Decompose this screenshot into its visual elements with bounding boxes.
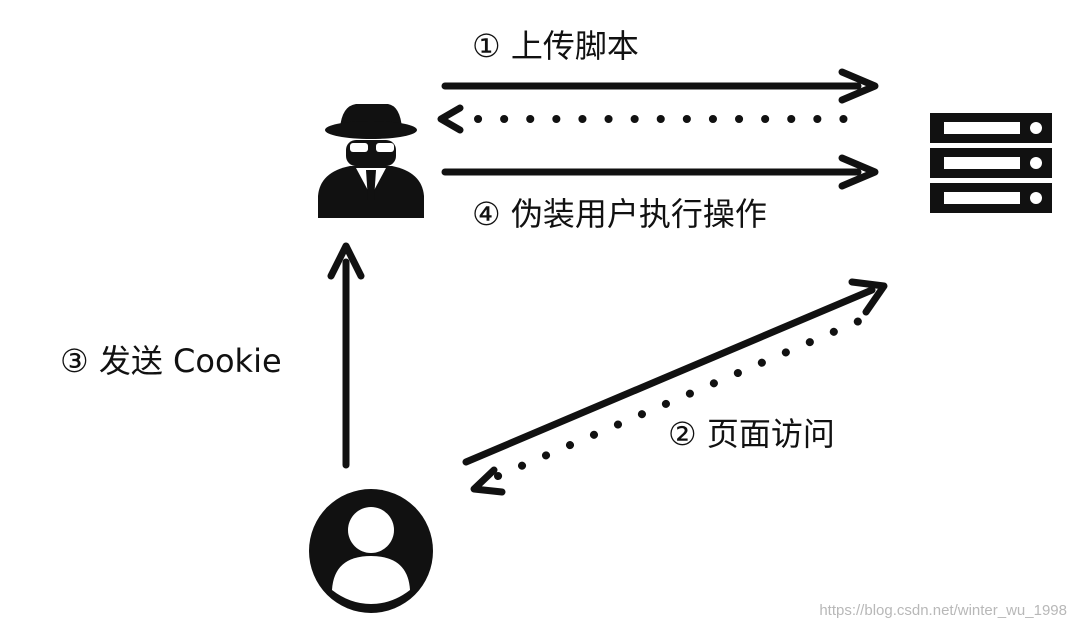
- label-send-cookie: ③ 发送 Cookie: [60, 342, 282, 380]
- user-icon: [309, 489, 433, 613]
- label-page-visit: ② 页面访问: [668, 415, 835, 453]
- arrow-upload-script: [441, 68, 879, 104]
- server-icon: [930, 113, 1052, 213]
- arrow-page-response-dotted: [470, 314, 870, 496]
- hacker-icon: [318, 104, 424, 218]
- watermark-url: https://blog.csdn.net/winter_wu_1998: [819, 602, 1067, 619]
- hacker-tie-icon: [356, 168, 386, 200]
- hacker-glasses-icon: [350, 143, 394, 152]
- label-upload-script: ① 上传脚本: [472, 27, 639, 65]
- arrow-impersonate-user: [441, 154, 879, 190]
- arrow-send-cookie: [327, 242, 365, 469]
- arrow-server-response-dotted: [437, 104, 852, 134]
- label-impersonate-user: ④ 伪装用户执行操作: [472, 195, 767, 233]
- arrow-page-visit: [462, 278, 888, 466]
